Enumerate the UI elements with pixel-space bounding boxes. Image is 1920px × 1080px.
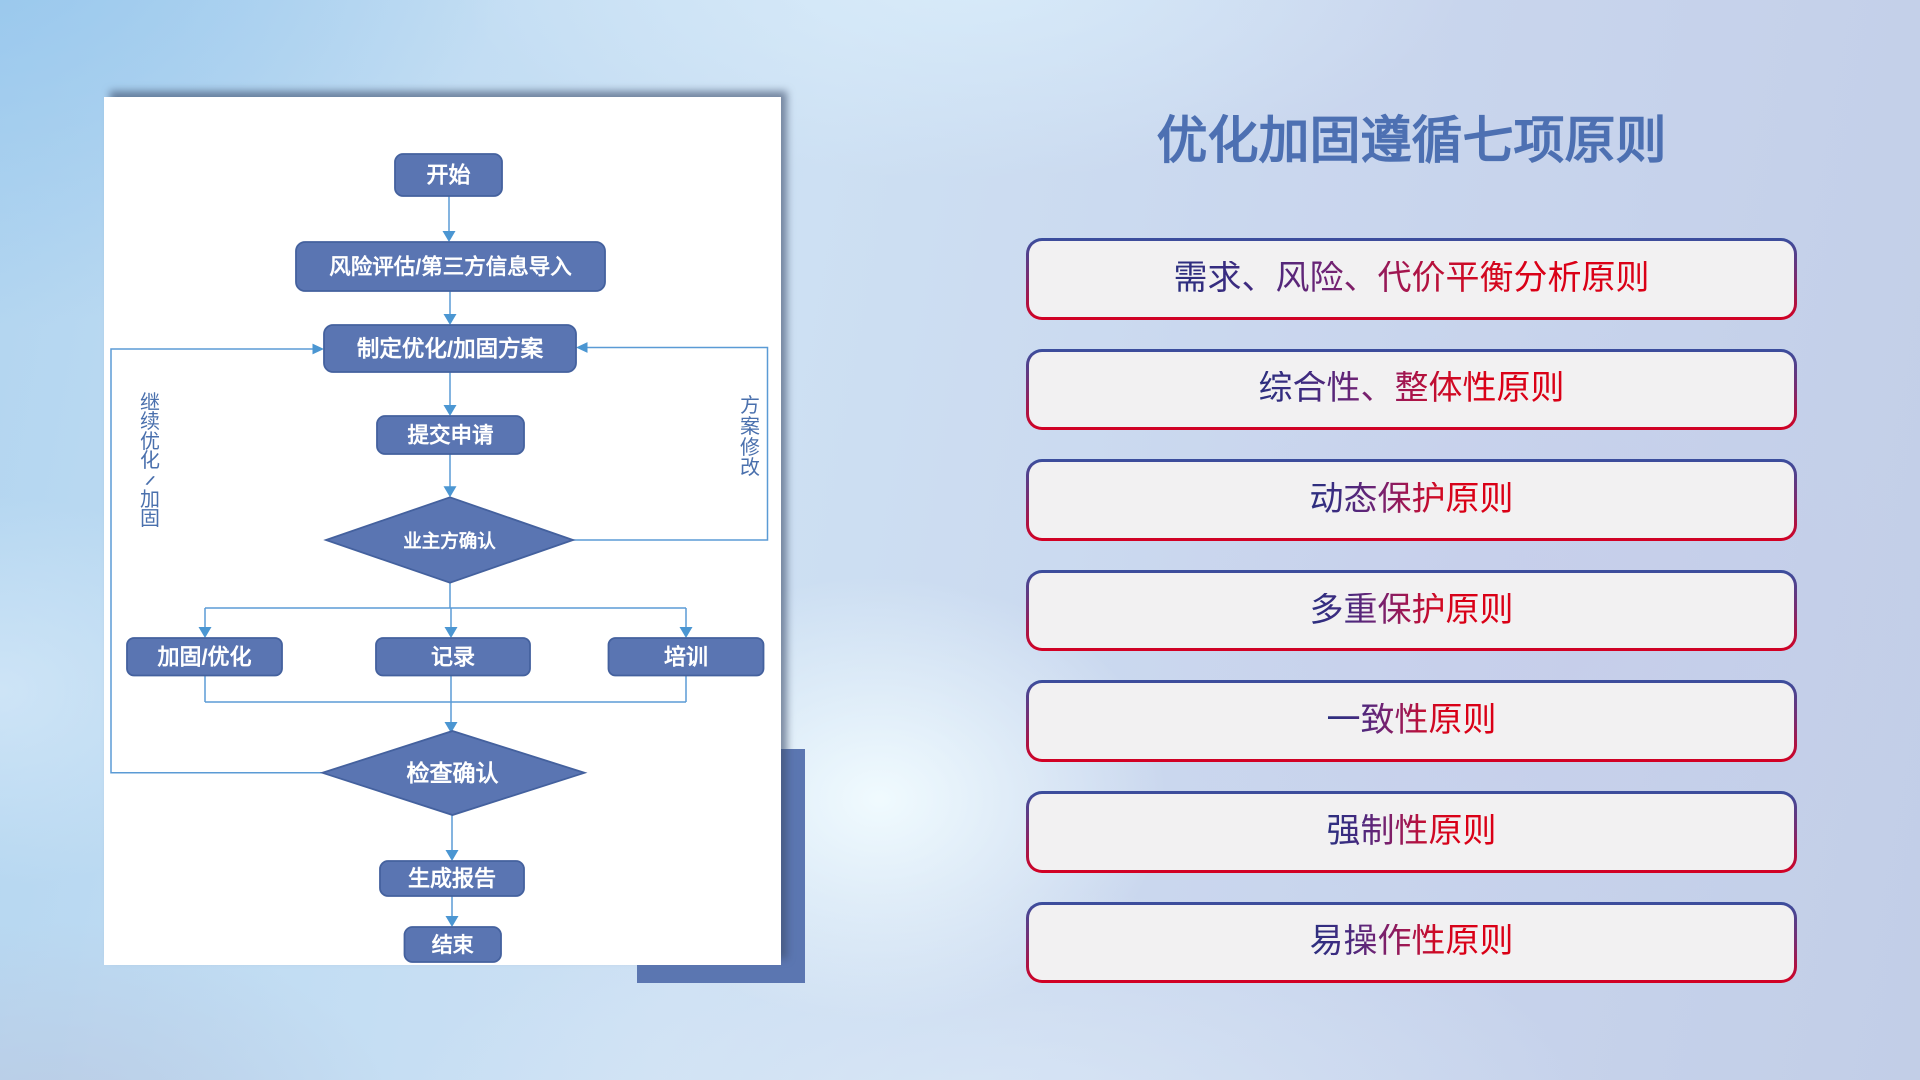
svg-text:生成报告: 生成报告: [408, 866, 496, 891]
svg-text:加固/优化: 加固/优化: [156, 645, 251, 670]
svg-text:检查确认: 检查确认: [407, 760, 499, 786]
svg-text:结束: 结束: [432, 933, 475, 957]
svg-text:记录: 记录: [431, 645, 475, 670]
svg-text:培训: 培训: [664, 645, 708, 670]
svg-text:业主方确认: 业主方确认: [403, 531, 496, 552]
svg-text:提交申请: 提交申请: [407, 423, 494, 448]
svg-text:制定优化/加固方案: 制定优化/加固方案: [357, 336, 544, 362]
svg-text:风险评估/第三方信息导入: 风险评估/第三方信息导入: [329, 254, 572, 279]
svg-text:开始: 开始: [426, 163, 470, 188]
